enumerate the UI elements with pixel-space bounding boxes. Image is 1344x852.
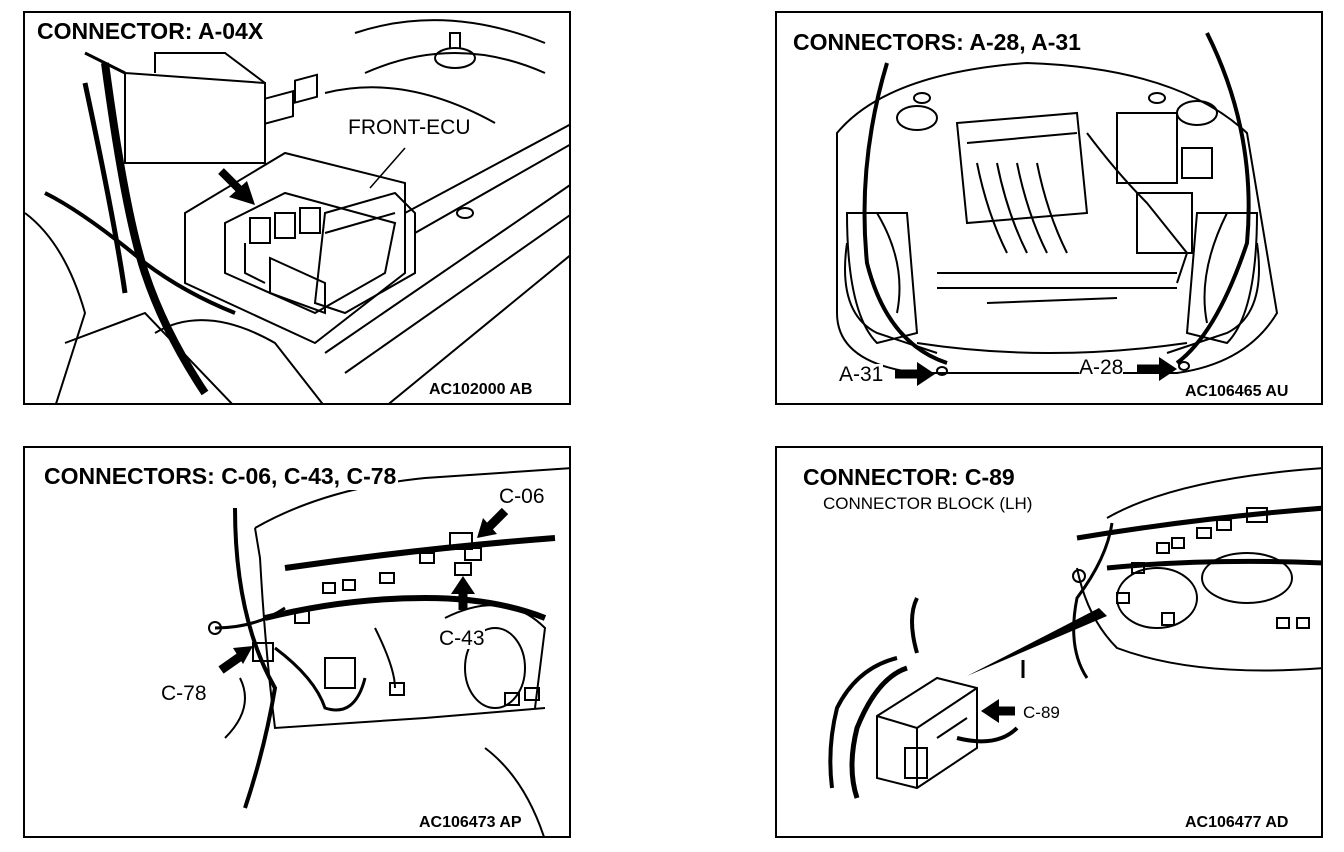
engine-bay-drawing-1 xyxy=(25,19,569,403)
panel-connector-c89: CONNECTOR: C-89 CONNECTOR BLOCK (LH) C-8… xyxy=(775,446,1323,838)
dashboard-drawing-3 xyxy=(208,467,569,836)
dashboard-drawing-4 xyxy=(828,467,1321,799)
callout-a28: A-28 xyxy=(1079,356,1124,379)
callout-a31: A-31 xyxy=(839,363,884,386)
engine-bay-drawing-2 xyxy=(836,32,1279,386)
callout-c78: C-78 xyxy=(161,682,207,705)
figure-code: AC106473 AP xyxy=(417,814,524,832)
callout-c06: C-06 xyxy=(499,485,545,508)
figure-code: AC106477 AD xyxy=(1183,814,1291,832)
panel-title: CONNECTOR: A-04X xyxy=(35,18,266,45)
panel-title: CONNECTORS: C-06, C-43, C-78 xyxy=(42,463,399,490)
callout-c89: C-89 xyxy=(1023,703,1060,722)
callout-c43: C-43 xyxy=(439,627,485,650)
panel-title: CONNECTORS: A-28, A-31 xyxy=(791,29,1083,56)
figure-code: AC102000 AB xyxy=(427,381,535,399)
figure-code: AC106465 AU xyxy=(1183,383,1291,401)
panel-connector-a04x: CONNECTOR: A-04X FRONT-ECU AC102000 AB xyxy=(23,11,571,405)
panel-connectors-a28-a31: CONNECTORS: A-28, A-31 A-31 A-28 AC10646… xyxy=(775,11,1323,405)
panel-connectors-c06-c43-c78: CONNECTORS: C-06, C-43, C-78 C-06 C-43 C… xyxy=(23,446,571,838)
callout-front-ecu: FRONT-ECU xyxy=(348,116,471,139)
panel-title: CONNECTOR: C-89 xyxy=(801,464,1017,491)
panel-subtitle: CONNECTOR BLOCK (LH) xyxy=(823,494,1033,514)
